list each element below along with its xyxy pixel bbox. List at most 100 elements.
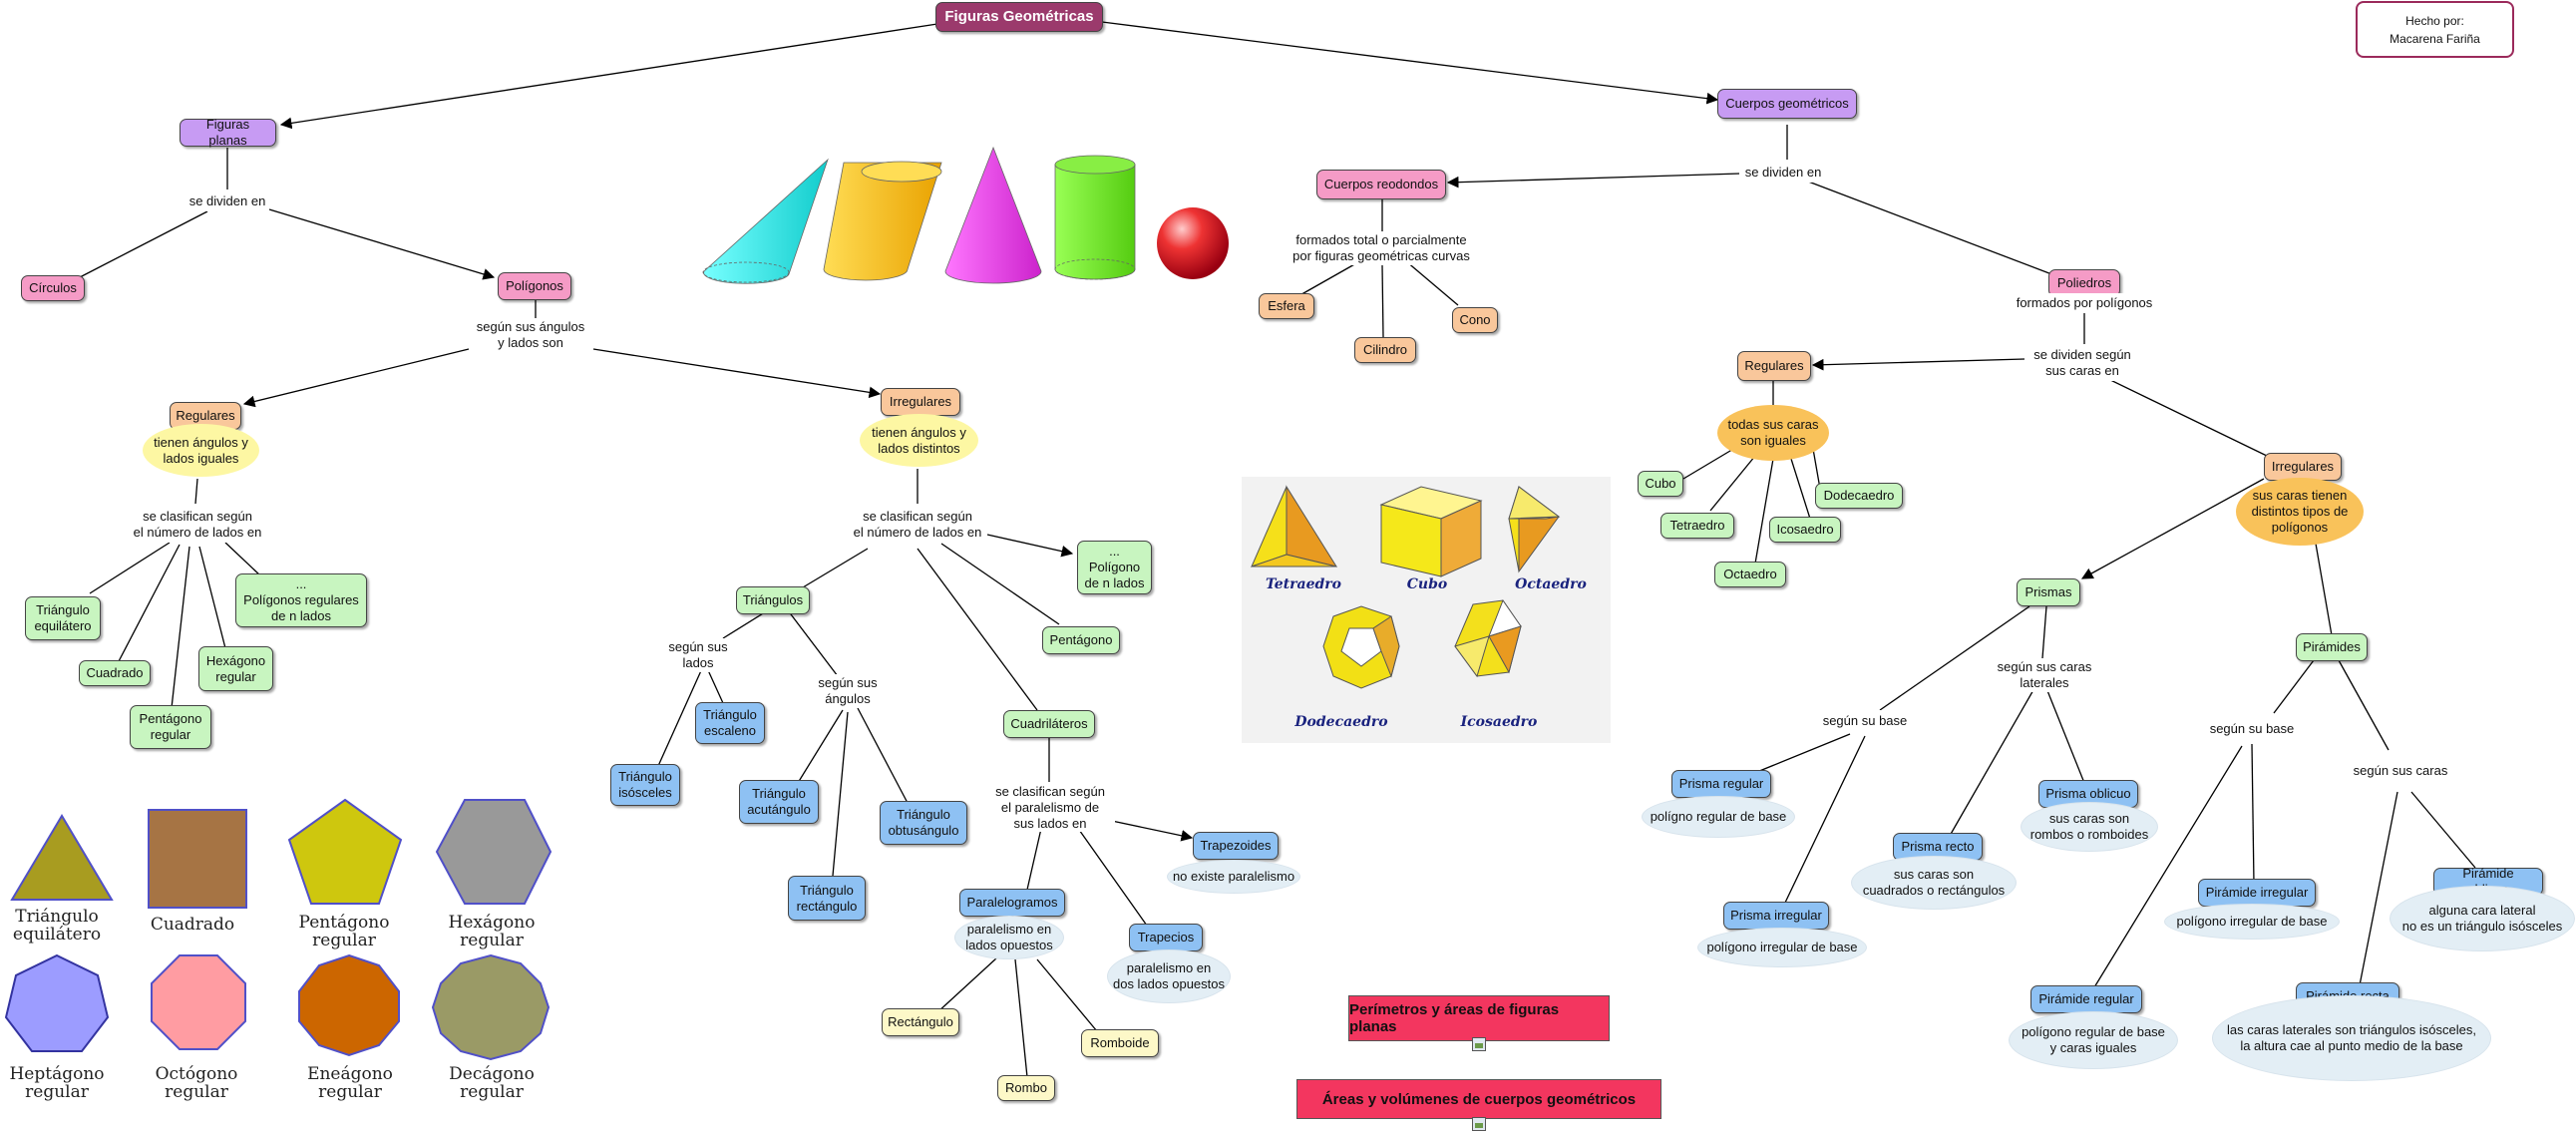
node-figuras-planas[interactable]: Figuras planas bbox=[180, 117, 276, 148]
node-piramide-irregular[interactable]: Pirámide irregular bbox=[2198, 879, 2316, 907]
label-line: el número de lados en bbox=[853, 525, 982, 540]
node-cono[interactable]: Cono bbox=[1452, 307, 1498, 333]
label-segun-base-prismas: según su base bbox=[1815, 710, 1915, 732]
node-line: Triángulo bbox=[752, 786, 806, 801]
node-line: ... bbox=[295, 576, 307, 591]
node-cubo[interactable]: Cubo bbox=[1638, 471, 1683, 497]
node-cuadrado[interactable]: Cuadrado bbox=[79, 660, 151, 686]
node-circulos[interactable]: Círculos bbox=[21, 275, 85, 301]
polyhedra-drawings bbox=[1251, 485, 1561, 689]
plane-shapes bbox=[4, 798, 552, 1061]
caption-cuadrado: Cuadrado bbox=[128, 916, 257, 934]
node-line: rectángulo bbox=[796, 898, 858, 914]
node-piramide-regular[interactable]: Pirámide regular bbox=[2030, 985, 2142, 1013]
node-line: Triángulo bbox=[800, 882, 854, 898]
node-icosaedro[interactable]: Icosaedro bbox=[1769, 517, 1841, 543]
node-line: Polígonos regulares bbox=[243, 592, 359, 607]
caption-line: Eneágono bbox=[307, 1064, 393, 1084]
node-line: regular bbox=[215, 668, 256, 684]
label-line: según sus bbox=[818, 675, 878, 690]
desc-line: sus caras son bbox=[2048, 811, 2130, 826]
author-credit: Hecho por: Macarena Fariña bbox=[2356, 1, 2514, 58]
desc-prisma-irregular: polígono irregular de base bbox=[1697, 928, 1867, 967]
node-line: equilátero bbox=[34, 618, 92, 633]
node-octaedro[interactable]: Octaedro bbox=[1714, 562, 1786, 587]
label-line: laterales bbox=[2020, 675, 2069, 690]
node-triangulo-rectangulo[interactable]: Triángulo rectángulo bbox=[788, 876, 866, 921]
desc-piramide-oblicua: alguna cara lateral no es un triángulo i… bbox=[2390, 886, 2575, 951]
node-tetraedro[interactable]: Tetraedro bbox=[1660, 513, 1734, 539]
node-romboide[interactable]: Romboide bbox=[1081, 1029, 1159, 1057]
desc-line: distintos tipos de bbox=[2251, 504, 2349, 519]
node-line: Hexágono bbox=[205, 652, 266, 668]
node-poliedros[interactable]: Poliedros bbox=[2048, 269, 2120, 297]
node-cilindro[interactable]: Cilindro bbox=[1354, 337, 1416, 363]
node-esfera[interactable]: Esfera bbox=[1259, 293, 1314, 319]
hexagon-shape-icon bbox=[435, 799, 552, 905]
node-trapecios[interactable]: Trapecios bbox=[1129, 924, 1203, 951]
desc-irregulares-poliedros: sus caras tienen distintos tipos de polí… bbox=[2236, 478, 2364, 546]
desc-line: tienen ángulos y bbox=[154, 434, 248, 450]
label-line: según sus ángulos bbox=[476, 319, 585, 334]
label-line: se clasifican según bbox=[863, 509, 972, 524]
desc-line: polígono regular de base bbox=[2022, 1024, 2165, 1039]
node-poligono-n-lados[interactable]: ... Polígono de n lados bbox=[1077, 541, 1152, 594]
node-rombo[interactable]: Rombo bbox=[997, 1075, 1055, 1101]
node-cuerpos-redondos[interactable]: Cuerpos reodondos bbox=[1316, 170, 1446, 199]
node-irregulares-planos[interactable]: Irregulares bbox=[881, 388, 960, 416]
label-clasifican-regulares: se clasifican según el número de lados e… bbox=[128, 507, 267, 543]
node-triangulo-obtusangulo[interactable]: Triángulo obtusángulo bbox=[880, 801, 967, 845]
node-triangulo-isosceles[interactable]: Triángulo isósceles bbox=[610, 764, 680, 806]
node-prisma-irregular[interactable]: Prisma irregular bbox=[1723, 902, 1829, 930]
node-poligonos[interactable]: Polígonos bbox=[498, 272, 571, 300]
node-prisma-regular[interactable]: Prisma regular bbox=[1671, 770, 1771, 798]
link-areas-volumenes[interactable]: Áreas y volúmenes de cuerpos geométricos bbox=[1296, 1079, 1661, 1119]
solids-illustration bbox=[702, 146, 1229, 284]
node-triangulo-acutangulo[interactable]: Triángulo acutángulo bbox=[739, 780, 819, 824]
octahedron-icon bbox=[1508, 486, 1561, 573]
caption-cubo: Cubo bbox=[1406, 576, 1448, 592]
caption-icosaedro: Icosaedro bbox=[1460, 714, 1538, 730]
label-line: y lados son bbox=[498, 335, 563, 350]
label-segun-base-piramides: según su base bbox=[2202, 718, 2302, 740]
node-paralelogramos[interactable]: Paralelogramos bbox=[959, 889, 1065, 917]
desc-line: rombos o romboides bbox=[2029, 827, 2149, 842]
link-perimetros-areas[interactable]: Perímetros y áreas de figuras planas bbox=[1348, 995, 1610, 1041]
node-pentagono-regular[interactable]: Pentágono regular bbox=[130, 705, 211, 749]
node-triangulos[interactable]: Triángulos bbox=[736, 586, 810, 614]
node-irregulares-poliedros[interactable]: Irregulares bbox=[2264, 453, 2342, 481]
node-rectangulo[interactable]: Rectángulo bbox=[882, 1008, 959, 1036]
node-trapezoides[interactable]: Trapezoides bbox=[1193, 832, 1279, 860]
page-title[interactable]: Figuras Geométricas bbox=[935, 2, 1103, 32]
caption-hexagono: Hexágono regular bbox=[427, 914, 556, 949]
node-poligonos-regulares-n[interactable]: ... Polígonos regulares de n lados bbox=[235, 573, 367, 627]
node-prismas[interactable]: Prismas bbox=[2017, 578, 2080, 606]
node-triangulo-escaleno[interactable]: Triángulo escaleno bbox=[695, 702, 765, 744]
desc-line: sus caras son bbox=[1893, 867, 1975, 882]
label-segun-caras-laterales: según sus caras laterales bbox=[1989, 658, 2100, 692]
octagon-shape-icon bbox=[151, 954, 246, 1050]
node-pentagono[interactable]: Pentágono bbox=[1042, 626, 1120, 654]
label-line: sus caras en bbox=[2045, 363, 2119, 378]
node-triangulo-equilatero[interactable]: Triángulo equilátero bbox=[25, 596, 101, 640]
node-hexagono-regular[interactable]: Hexágono regular bbox=[198, 646, 273, 691]
node-dodecaedro[interactable]: Dodecaedro bbox=[1815, 483, 1903, 509]
caption-pentagono: Pentágono regular bbox=[279, 914, 409, 949]
desc-paralelogramos: paralelismo en lados opuestos bbox=[954, 916, 1064, 959]
label-segun-caras-piramides: según sus caras bbox=[2346, 760, 2455, 782]
caption-heptagono: Heptágono regular bbox=[0, 1065, 122, 1101]
cone-icon bbox=[944, 146, 1042, 284]
node-piramides[interactable]: Pirámides bbox=[2296, 633, 2368, 661]
triangle-shape-icon bbox=[10, 814, 114, 901]
image-link-icon[interactable] bbox=[1472, 1117, 1486, 1131]
label-redondos-desc: formados total o parcialmente por figura… bbox=[1279, 231, 1484, 265]
image-link-icon[interactable] bbox=[1472, 1037, 1486, 1051]
desc-line: paralelismo en bbox=[1126, 960, 1212, 975]
caption-triangulo: Triángulo equilátero bbox=[0, 908, 122, 944]
desc-line: lados opuestos bbox=[965, 938, 1053, 952]
node-cuadrilateros[interactable]: Cuadriláteros bbox=[1003, 710, 1095, 738]
node-cuerpos-geometricos[interactable]: Cuerpos geométricos bbox=[1717, 89, 1857, 119]
oblique-cylinder-icon bbox=[823, 161, 942, 281]
node-regulares-poliedros[interactable]: Regulares bbox=[1737, 351, 1811, 381]
label-line: por figuras geométricas curvas bbox=[1292, 248, 1470, 263]
